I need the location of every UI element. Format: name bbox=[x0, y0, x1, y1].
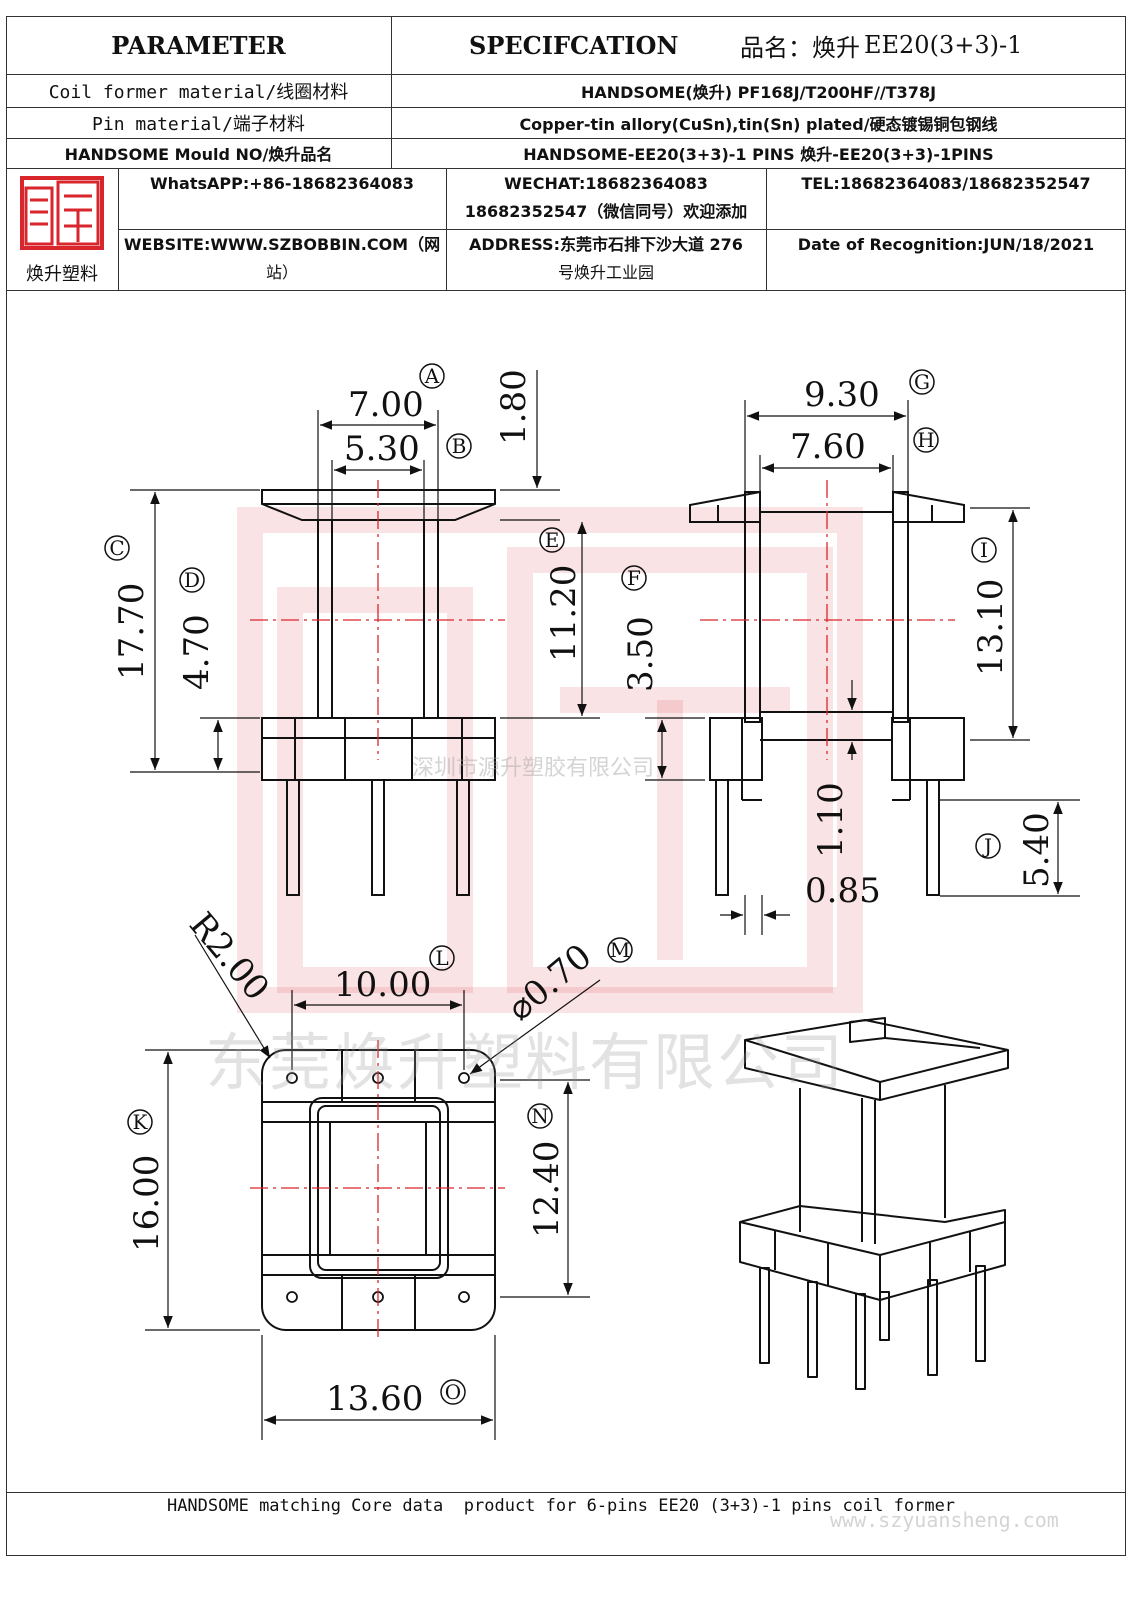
company-logo: 焕升塑料 bbox=[12, 172, 112, 286]
mould-no-label: HANDSOME Mould NO/焕升品名 bbox=[64, 145, 333, 164]
front-centerlines bbox=[250, 480, 505, 760]
address-line-1: ADDRESS:东莞市石排下沙大道 276 bbox=[469, 235, 743, 254]
wechat-line-2: 18682352547（微信同号）欢迎添加 bbox=[464, 202, 748, 221]
callout-b: B bbox=[452, 434, 467, 458]
dim-i-value: 13.10 bbox=[971, 579, 1011, 676]
address-line-2: 号焕升工业园 bbox=[557, 263, 654, 282]
callout-j: J bbox=[982, 834, 992, 858]
dim-g-value: 9.30 bbox=[804, 375, 880, 415]
callout-k: K bbox=[133, 1110, 149, 1134]
logo-mark-icon bbox=[20, 176, 104, 250]
coil-material-value: HANDSOME(焕升) PF168J/T200HF//T378J bbox=[580, 82, 937, 102]
callout-o: O bbox=[445, 1380, 461, 1404]
dim-c-value: 17.70 bbox=[112, 583, 152, 680]
callout-l: L bbox=[435, 946, 448, 970]
dim-a-value: 7.00 bbox=[348, 385, 424, 425]
whatsapp-info: WhatsAPP:+86-18682364083 bbox=[149, 174, 414, 193]
tel-info: TEL:18682364083/18682352547 bbox=[801, 174, 1091, 193]
pin-material-label: Pin material/端子材料 bbox=[92, 113, 305, 135]
footer-caption: HANDSOME matching Core data product for … bbox=[166, 1496, 956, 1516]
dim-j-value: 5.40 bbox=[1017, 812, 1057, 888]
coil-material-label: Coil former material/线圈材料 bbox=[48, 81, 349, 103]
drawing-sheet bbox=[6, 16, 1126, 1556]
recognition-date: Date of Recognition:JUN/18/2021 bbox=[797, 235, 1095, 254]
logo-caption: 焕升塑料 bbox=[26, 264, 98, 285]
callout-d: D bbox=[184, 568, 200, 592]
dim-k-value: 16.00 bbox=[127, 1155, 167, 1252]
website-line-2: 站） bbox=[265, 263, 298, 282]
dim-top-flange-value: 1.80 bbox=[494, 369, 534, 445]
dim-e-value: 11.20 bbox=[544, 565, 584, 662]
callout-m: M bbox=[610, 938, 630, 962]
wechat-info: WECHAT:18682364083 18682352547（微信同号）欢迎添加 bbox=[446, 170, 766, 226]
dim-h-value: 7.60 bbox=[790, 427, 866, 467]
callout-h: H bbox=[917, 428, 934, 452]
dim-pin-offset-value: 1.10 bbox=[811, 782, 851, 858]
dim-d-value: 4.70 bbox=[177, 614, 217, 690]
mould-no-value: HANDSOME-EE20(3+3)-1 PINS 焕升-EE20(3+3)-1… bbox=[523, 145, 994, 164]
dim-b-value: 5.30 bbox=[344, 429, 420, 469]
callout-i: I bbox=[980, 538, 988, 562]
product-name-title: 品名：焕升 EE20(3+3)-1 bbox=[740, 16, 1120, 74]
product-name-label: 品名：焕升 bbox=[740, 33, 860, 62]
website-info: WEBSITE:WWW.SZBOBBIN.COM（网 站） bbox=[118, 231, 446, 287]
callout-f: F bbox=[627, 566, 641, 590]
product-name-value: EE20(3+3)-1 bbox=[864, 31, 1023, 59]
callout-g: G bbox=[914, 370, 930, 394]
callout-a: A bbox=[424, 364, 440, 388]
callout-n: N bbox=[531, 1104, 549, 1128]
dim-n-value: 12.40 bbox=[527, 1141, 567, 1238]
dim-f-value: 3.50 bbox=[621, 616, 661, 692]
isometric-view bbox=[739, 1017, 1009, 1390]
watermark-company-large: 东莞焕升塑料有限公司 bbox=[205, 1026, 846, 1099]
callout-c: C bbox=[109, 536, 124, 560]
side-view bbox=[689, 490, 965, 896]
wechat-line-1: WECHAT:18682364083 bbox=[504, 174, 708, 193]
parameter-heading: PARAMETER bbox=[111, 30, 286, 60]
address-info: ADDRESS:东莞市石排下沙大道 276 号焕升工业园 bbox=[446, 231, 766, 287]
website-line-1: WEBSITE:WWW.SZBOBBIN.COM（网 bbox=[123, 235, 441, 254]
specification-heading: SPECIFCATION bbox=[469, 30, 679, 60]
watermark-url: www.szyuansheng.com bbox=[830, 1508, 1059, 1532]
dim-o-value: 13.60 bbox=[326, 1379, 423, 1419]
dim-l-value: 10.00 bbox=[334, 965, 431, 1005]
watermark-company-small: 深圳市源升塑胶有限公司 bbox=[412, 756, 655, 781]
pin-material-value: Copper-tin allory(CuSn),tin(Sn) plated/硬… bbox=[519, 114, 998, 134]
dim-pin-width-value: 0.85 bbox=[805, 871, 881, 911]
callout-e: E bbox=[545, 528, 560, 552]
